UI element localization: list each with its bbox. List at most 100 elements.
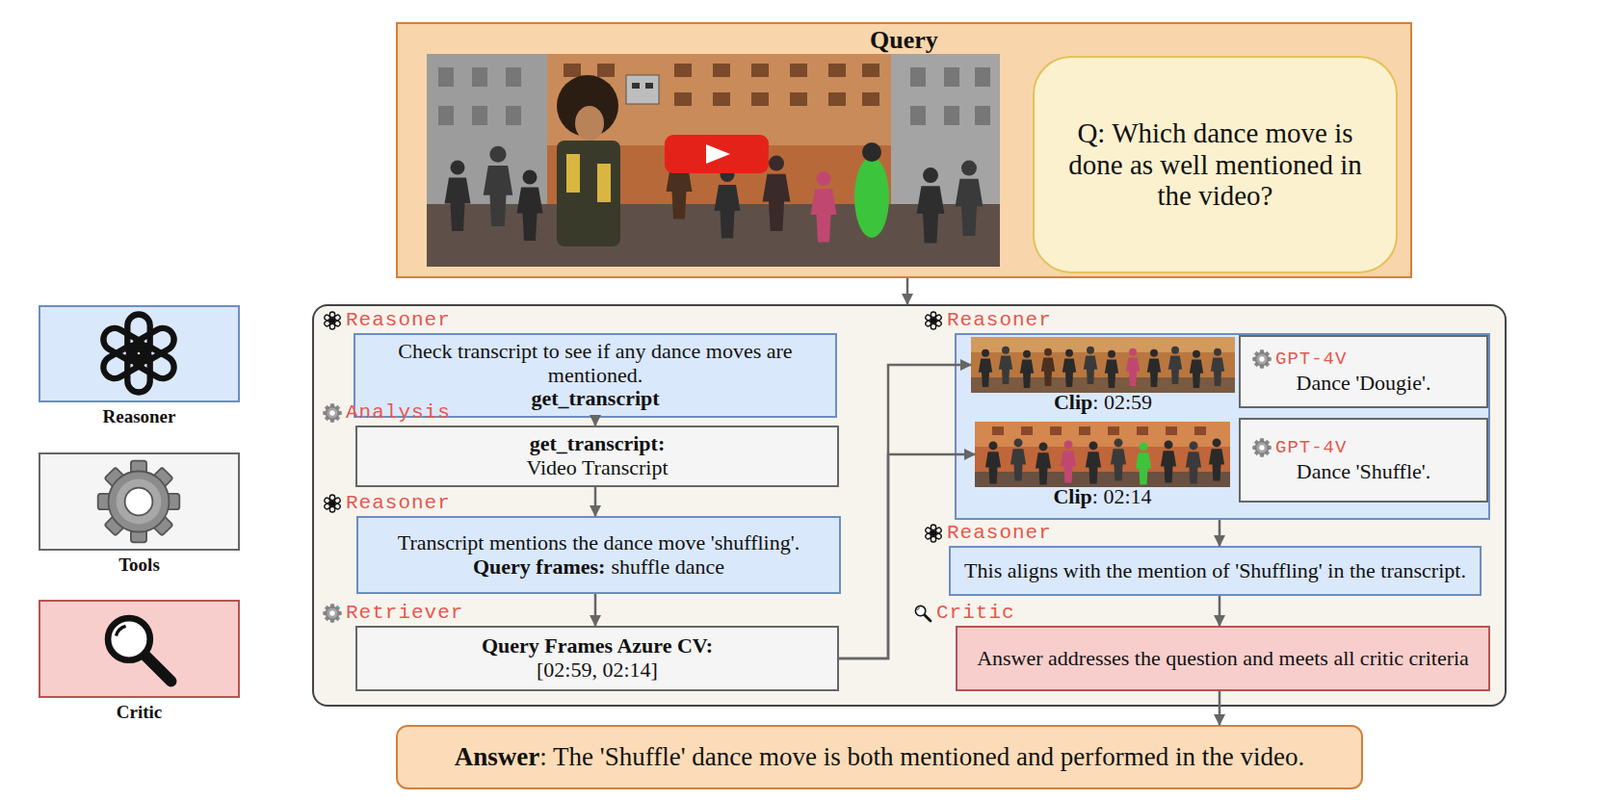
clip-frame-image (970, 337, 1235, 394)
step-header: Critic (913, 603, 1016, 625)
text-line: get_transcript: (367, 432, 828, 457)
video-thumbnail (438, 105, 454, 126)
reasoner-box: ReasonerThis aligns with the mention of … (948, 546, 1482, 597)
clip-frame-image (1107, 426, 1120, 436)
clip-frame-image (1104, 350, 1119, 389)
video-thumbnail (712, 92, 731, 106)
clip-frame-image (1194, 426, 1207, 436)
clip-frame-image (1136, 426, 1149, 436)
node-text: GPT-4V (1275, 348, 1347, 370)
legend-label: Tools (38, 554, 240, 577)
step-header: Reasoner (322, 310, 451, 332)
box-content: Check transcript to see if any dance mov… (365, 340, 826, 412)
node-text: Dance 'Shuffle'. (1296, 459, 1431, 484)
video-thumbnail (566, 154, 580, 193)
video-thumbnail (426, 204, 1000, 267)
header-icon (322, 494, 342, 514)
clip-frame-image (970, 337, 1235, 353)
video-thumbnail (828, 63, 846, 78)
header-icon (924, 524, 943, 543)
video-thumbnail (828, 92, 846, 106)
header-icon (1252, 438, 1272, 458)
box-content: Answer addresses the question and meets … (967, 647, 1479, 672)
connector-arrow (594, 594, 598, 627)
video-thumbnail (762, 156, 791, 232)
video-thumbnail (505, 67, 522, 87)
node-text: Clip (1053, 390, 1093, 415)
text-line: Answer addresses the question and meets … (967, 647, 1479, 672)
connector-arrow (839, 454, 975, 659)
process-panel: ReasonerCheck transcript to see if any d… (312, 304, 1507, 708)
tool-box: Analysisget_transcript:Video Transcript (355, 425, 840, 488)
connector-arrow (839, 365, 971, 659)
tool-header: GPT-4V (1250, 437, 1477, 459)
step-header: Analysis (322, 402, 451, 424)
clip-frame-image (974, 472, 1231, 488)
header-icon (323, 312, 341, 330)
video-thumbnail (712, 63, 731, 78)
video-thumbnail (751, 63, 769, 78)
video-thumbnail (631, 82, 640, 89)
video-thumbnail (674, 63, 692, 78)
video-thumbnail (917, 167, 945, 243)
text-line: Answer: The 'Shuffle' dance move is both… (407, 742, 1352, 772)
clip-frame-image (1035, 442, 1051, 485)
video-thumbnail (955, 160, 984, 237)
header-icon (923, 311, 944, 331)
clip-frame-image (985, 441, 1001, 484)
clip-frame-image (1062, 349, 1076, 388)
clip-frame-image (1126, 348, 1140, 387)
video-thumbnail (974, 105, 991, 126)
clip-frame-image (1210, 348, 1225, 387)
box-content: Query Frames Azure CV:[02:59, 02:14] (367, 634, 828, 682)
node-text: Query frames: (472, 554, 605, 579)
clip-caption: Clip: 02:14 (957, 486, 1248, 508)
node-text: Q: Which dance move is done as well ment… (1068, 117, 1362, 211)
node-text: Answer (454, 742, 541, 772)
video-thumbnail (811, 171, 838, 243)
text-line: Check transcript to see if any dance mov… (365, 340, 826, 388)
video-thumbnail (666, 148, 693, 220)
node-text: get_transcript: (529, 431, 666, 456)
video-thumbnail (505, 105, 522, 126)
node-text: Reasoner (345, 310, 451, 332)
node-text: Reasoner (946, 310, 1052, 332)
query-panel: Query Q: Which dance move is done as well… (395, 22, 1413, 279)
node-text: : 02:14 (1092, 484, 1153, 509)
node-text: Reasoner (946, 523, 1052, 545)
clip-caption: Clip: 02:59 (953, 392, 1253, 414)
header-icon (924, 312, 943, 330)
text-line: Q: Which dance move is done as well ment… (1055, 117, 1375, 211)
header-icon (923, 524, 944, 544)
connector-arrow (594, 487, 598, 517)
clip-frame-image (1168, 346, 1182, 385)
video-thumbnail (789, 92, 808, 106)
video-thumbnail (426, 53, 548, 209)
node-text: Query Frames Azure CV: (481, 633, 713, 658)
video-thumbnail (472, 105, 488, 126)
video-thumbnail (597, 163, 611, 203)
clip-frame-image (992, 426, 1004, 436)
answer-box: Answer: The 'Shuffle' dance move is both… (395, 725, 1364, 790)
clip-frame-image (970, 337, 1235, 394)
video-thumbnail (910, 67, 926, 87)
header-icon (913, 603, 933, 624)
node-text: Transcript mentions the dance move 'shuf… (397, 530, 800, 555)
video-thumbnail (445, 160, 472, 233)
clip-frame-image (1010, 438, 1026, 481)
video-thumbnail (438, 67, 454, 87)
header-icon (1252, 349, 1272, 369)
tool-box: RetrieverQuery Frames Azure CV:[02:59, 0… (355, 626, 840, 692)
clip-frame-image (978, 349, 993, 388)
step-header: Retriever (322, 603, 464, 625)
legend-icons (99, 314, 179, 394)
node-text: Reasoner (345, 493, 451, 515)
header-icon (1253, 349, 1272, 368)
clip-frame: Clip: 02:14 (974, 421, 1231, 488)
node-text: Check transcript to see if any dance mov… (397, 339, 792, 388)
box-content: get_transcript:Video Transcript (367, 432, 828, 480)
node-text: GPT-4V (1275, 437, 1347, 459)
legend-icons (98, 314, 181, 682)
video-thumbnail (862, 63, 880, 78)
node-text: Query (869, 26, 939, 54)
